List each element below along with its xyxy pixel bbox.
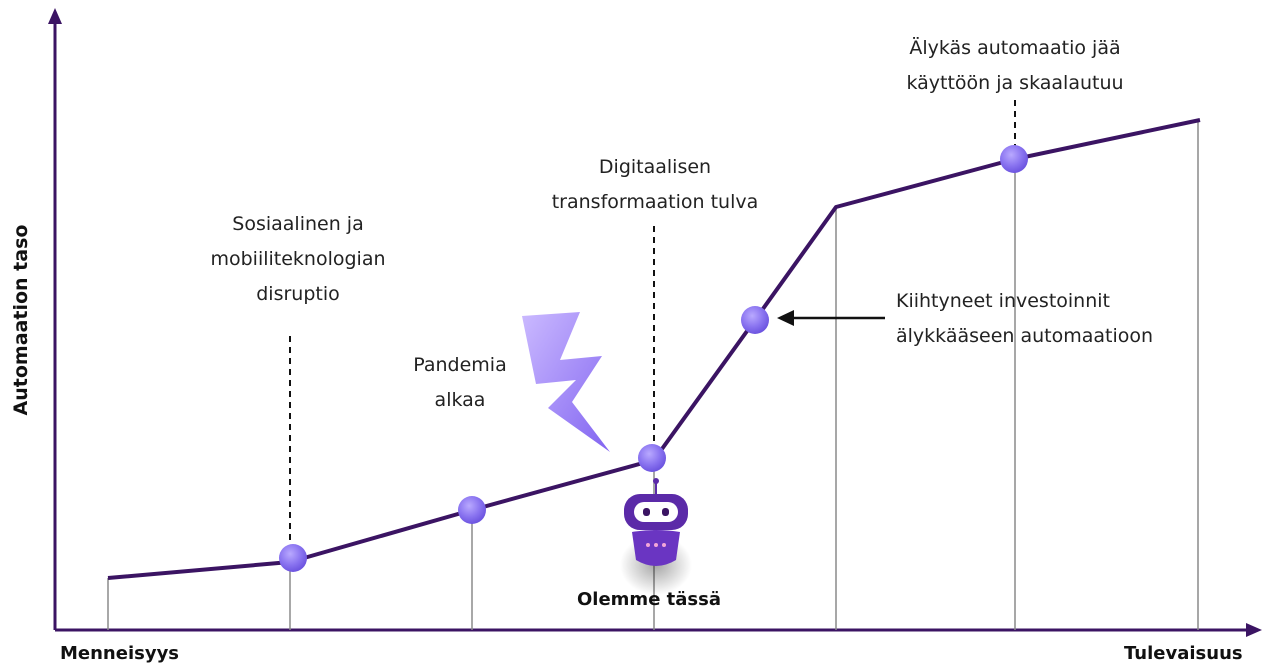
arrow-left-icon <box>777 310 885 326</box>
annotation-pandemic: Pandemia alkaa <box>410 348 510 418</box>
annotation-investment-line-2: älykkääseen automaatioon <box>896 325 1154 347</box>
annotation-investment-line-1: Kiihtyneet investoinnit <box>896 290 1110 312</box>
milestone-markers <box>279 145 1028 572</box>
automation-trend-line <box>107 118 1201 580</box>
x-axis-end-label: Tulevaisuus <box>1124 643 1243 664</box>
annotation-intelligent-line-2: käyttöön ja skaalautuu <box>906 72 1124 94</box>
x-axis-start-label: Menneisyys <box>60 643 180 664</box>
annotation-social-line-3: disruptio <box>256 283 340 305</box>
annotation-social-line-1: Sosiaalinen ja <box>232 213 364 235</box>
lightning-icon <box>522 312 610 452</box>
robot-icon <box>620 478 692 595</box>
marker-mid <box>458 496 486 524</box>
annotation-pandemic-line-2: alkaa <box>434 389 486 411</box>
annotation-social-line-2: mobiiliteknologian <box>210 248 386 270</box>
we-are-here-label: Olemme tässä <box>577 589 721 610</box>
dashed-leaders <box>289 100 1016 544</box>
annotation-pandemic-line-1: Pandemia <box>413 354 507 376</box>
y-axis-arrowhead <box>48 8 62 24</box>
annotation-intelligent: Älykäs automaatio jää käyttöön ja skaala… <box>880 31 1150 101</box>
annotation-social: Sosiaalinen ja mobiiliteknologian disrup… <box>190 207 406 312</box>
marker-social <box>279 544 307 572</box>
x-axis-arrowhead <box>1246 623 1262 637</box>
annotation-intelligent-line-1: Älykäs automaatio jää <box>909 37 1121 59</box>
y-axis-label: Automaation taso <box>10 224 32 416</box>
annotation-digital-line-1: Digitaalisen <box>598 156 712 178</box>
annotation-digital-line-2: transformaation tulva <box>551 191 759 213</box>
marker-digital <box>638 444 666 472</box>
annotation-digital: Digitaalisen transformaation tulva <box>524 150 786 220</box>
marker-investment <box>741 306 769 334</box>
annotation-investment: Kiihtyneet investoinnit älykkääseen auto… <box>896 284 1206 354</box>
marker-intelligent <box>1000 145 1028 173</box>
